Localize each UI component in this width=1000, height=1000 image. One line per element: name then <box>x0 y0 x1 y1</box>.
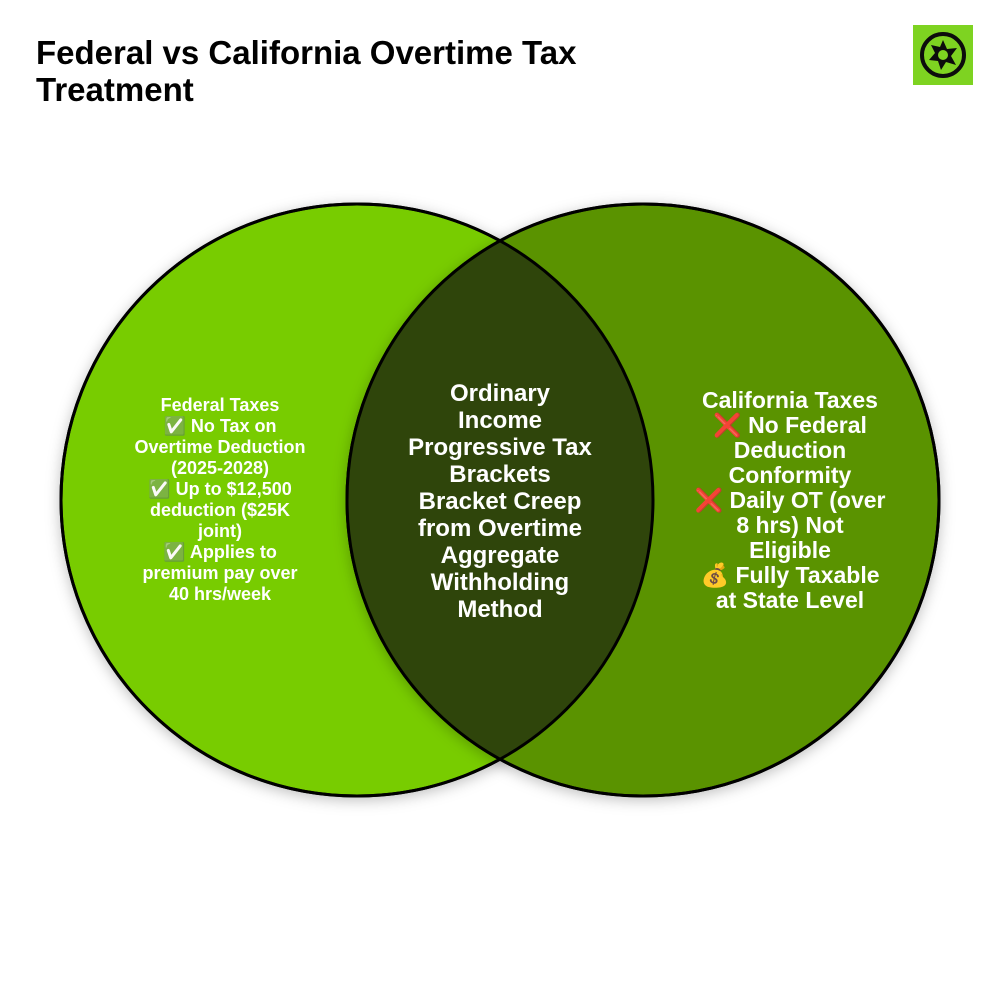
california-heading: California Taxes <box>702 387 878 413</box>
federal-item: (2025-2028) <box>170 458 270 478</box>
federal-item: deduction ($25K <box>149 500 291 520</box>
california-item: ❌ Daily OT (over <box>694 487 886 513</box>
california-set-label: California Taxes ❌ No Federal Deduction … <box>660 388 920 613</box>
federal-item: ✅ Up to $12,500 <box>148 479 292 499</box>
intersection-item: Withholding <box>430 569 570 596</box>
intersection-item: Ordinary <box>449 380 551 407</box>
california-item: Eligible <box>749 537 831 563</box>
federal-heading: Federal Taxes <box>160 395 280 415</box>
federal-item: premium pay over <box>142 563 298 583</box>
federal-item: ✅ No Tax on <box>163 416 277 436</box>
overlap-region <box>347 204 653 796</box>
intersection-item: Bracket Creep <box>418 488 582 515</box>
california-item: at State Level <box>715 587 865 613</box>
intersection-item: from Overtime <box>417 515 583 542</box>
federal-item: 40 hrs/week <box>168 584 272 604</box>
federal-set-label: Federal Taxes ✅ No Tax on Overtime Deduc… <box>110 395 330 605</box>
intersection-label: Ordinary Income Progressive Tax Brackets… <box>385 380 615 623</box>
intersection-item: Method <box>457 596 543 623</box>
california-item: ❌ No Federal <box>713 412 867 438</box>
diagram-title: Federal vs California Overtime Tax Treat… <box>36 34 577 108</box>
federal-item: ✅ Applies to <box>163 542 277 562</box>
federal-item: Overtime Deduction <box>134 437 306 457</box>
california-item: 💰 Fully Taxable <box>700 562 880 588</box>
california-item: Conformity <box>728 462 852 488</box>
intersection-item: Aggregate <box>440 542 560 569</box>
badge-gear-icon <box>913 25 973 85</box>
intersection-item: Brackets <box>449 461 551 488</box>
federal-item: joint) <box>198 521 242 541</box>
california-item: Deduction <box>733 437 847 463</box>
intersection-item: Income <box>457 407 543 434</box>
california-item: 8 hrs) Not <box>736 512 844 538</box>
intersection-item: Progressive Tax <box>408 434 592 461</box>
